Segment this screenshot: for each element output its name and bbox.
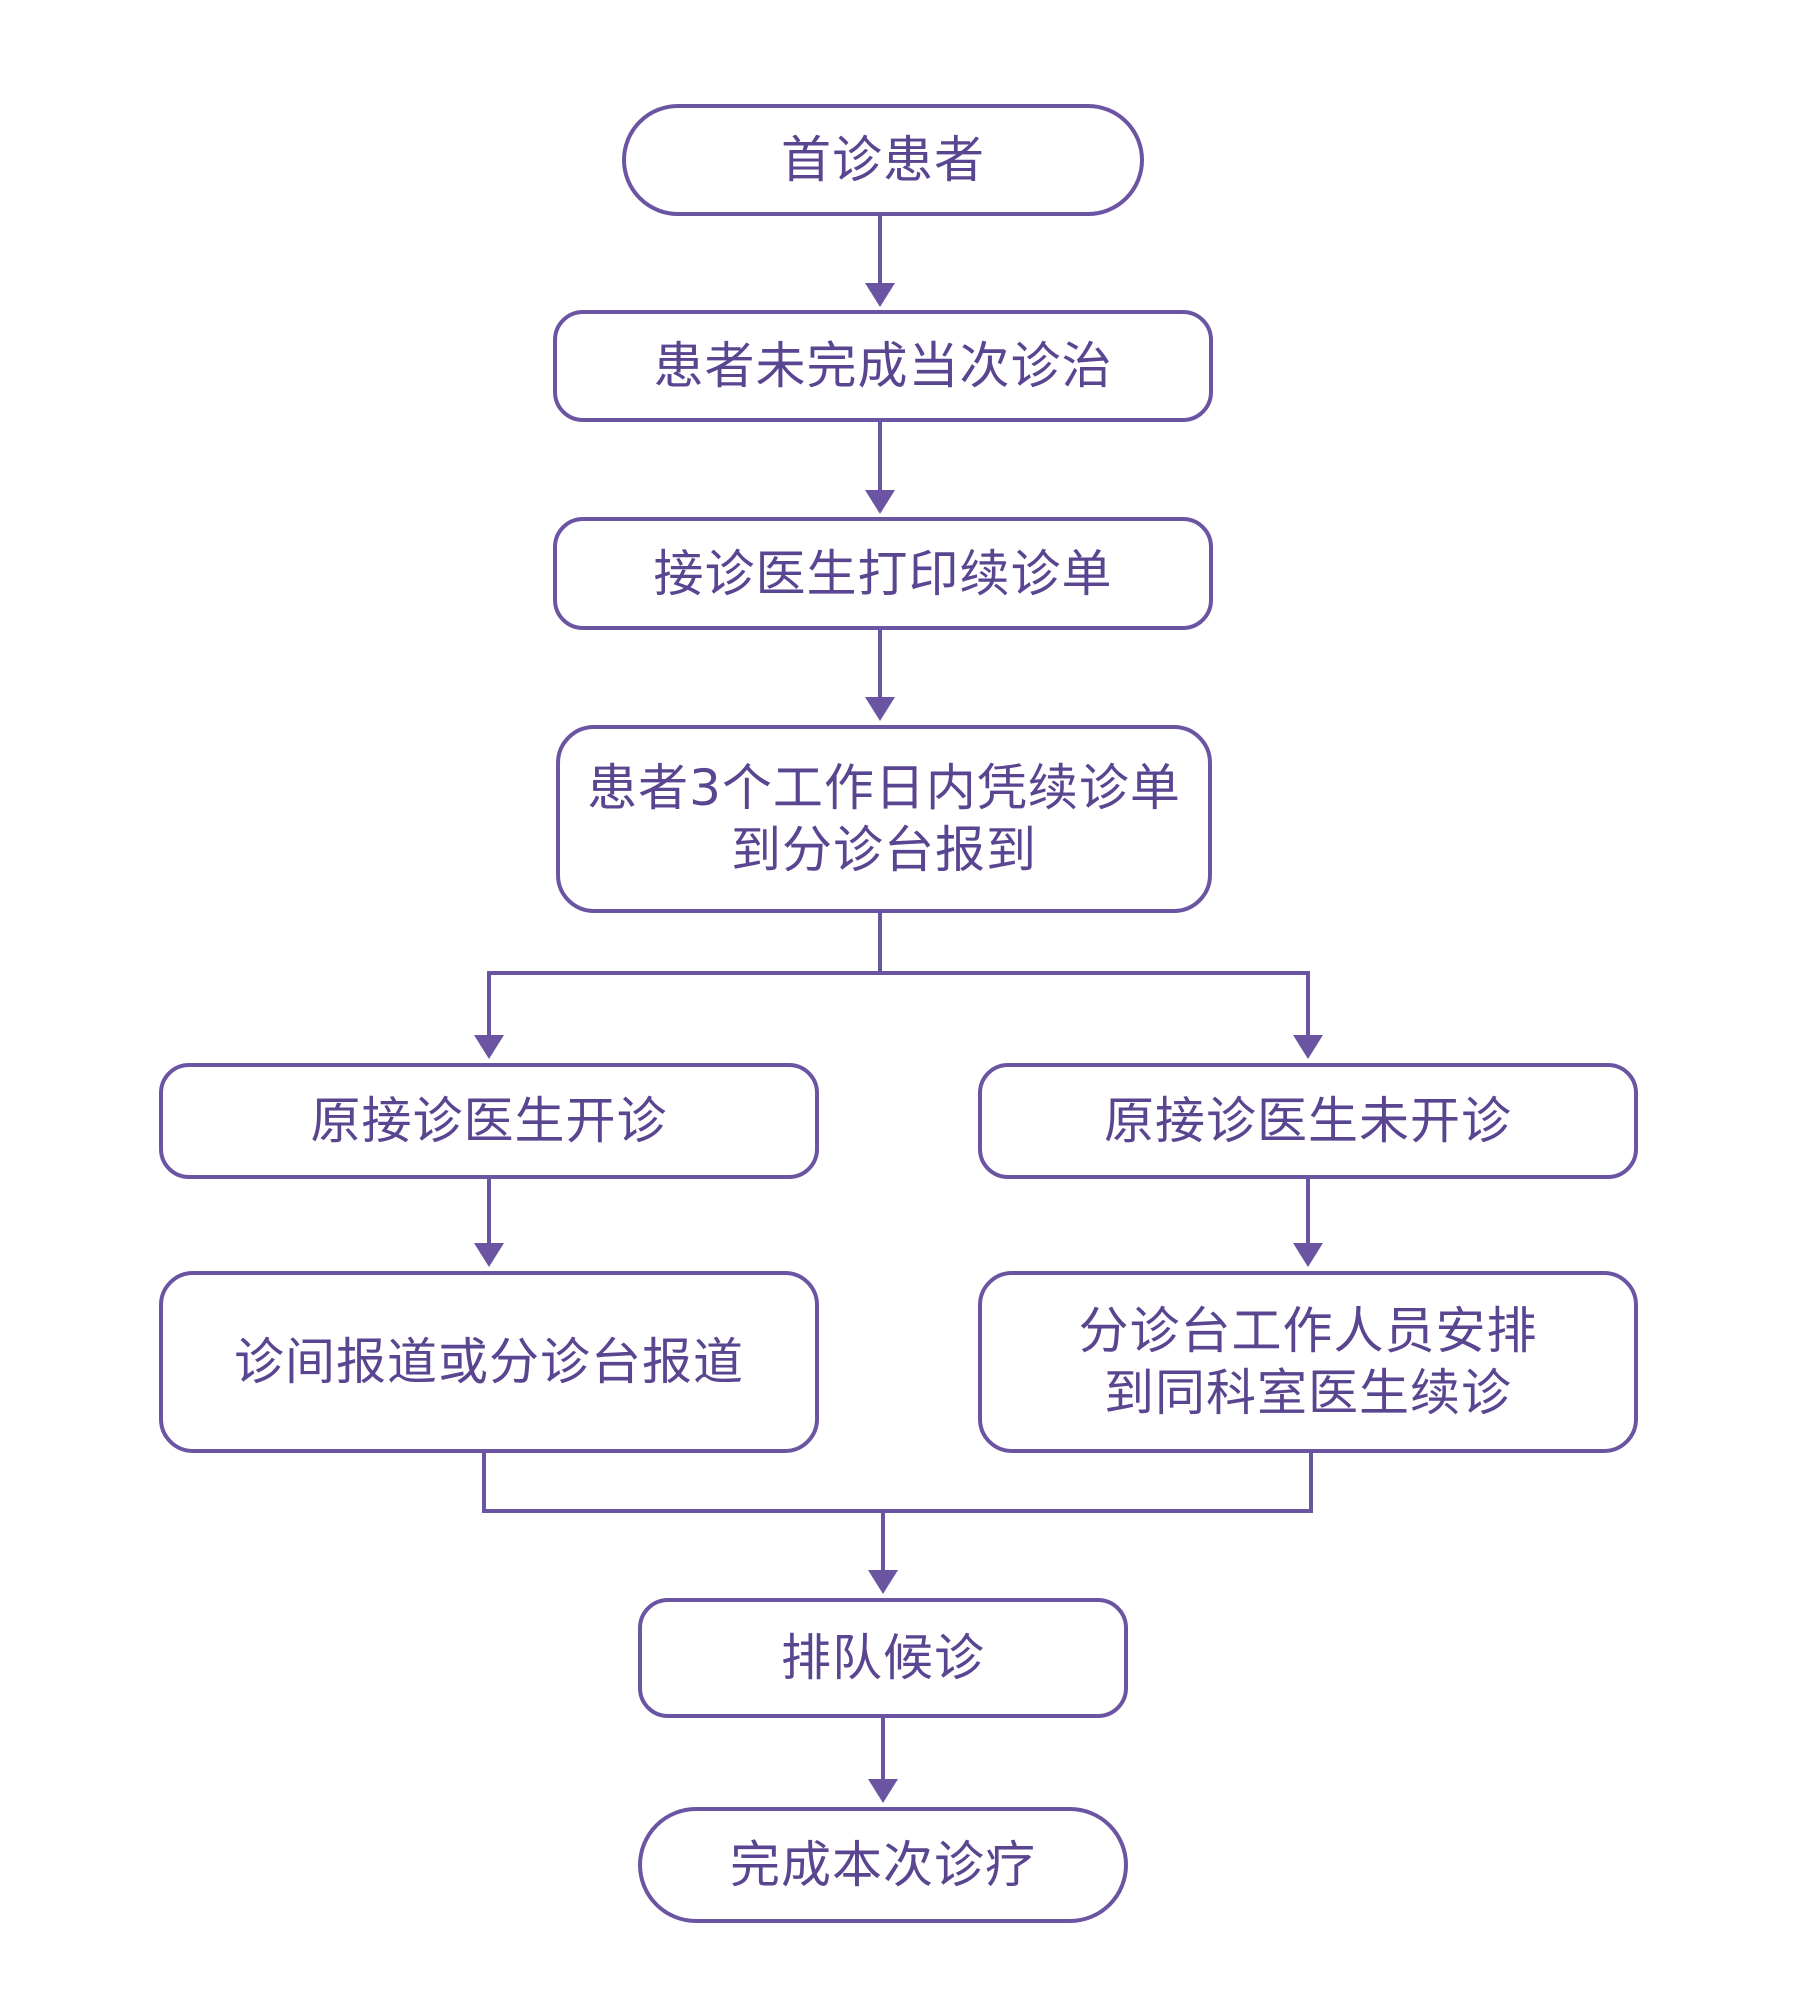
node-treatment-incomplete: 患者未完成当次诊治 bbox=[553, 310, 1213, 422]
node-doctor-on-duty: 原接诊医生开诊 bbox=[159, 1063, 819, 1179]
node-label: 分诊台工作人员安排 到同科室医生续诊 bbox=[1078, 1302, 1538, 1422]
node-report-to-triage: 患者3个工作日内凭续诊单 到分诊台报到 bbox=[556, 725, 1212, 913]
arrowhead-icon bbox=[865, 490, 895, 514]
connector-line bbox=[880, 971, 1310, 1035]
node-print-slip: 接诊医生打印续诊单 bbox=[553, 517, 1213, 630]
node-label: 排队候诊 bbox=[781, 1629, 985, 1687]
arrowhead-icon bbox=[865, 697, 895, 721]
node-label: 诊间报道或分诊台报道 bbox=[234, 1333, 744, 1391]
node-report-room-or-triage: 诊间报道或分诊台报道 bbox=[159, 1271, 819, 1453]
node-label: 原接诊医生未开诊 bbox=[1104, 1092, 1512, 1150]
arrowhead-icon bbox=[1293, 1035, 1323, 1059]
connector-line bbox=[482, 1453, 1313, 1513]
node-triage-arranges: 分诊台工作人员安排 到同科室医生续诊 bbox=[978, 1271, 1638, 1453]
node-first-visit: 首诊患者 bbox=[622, 104, 1144, 216]
node-complete-treatment: 完成本次诊疗 bbox=[638, 1807, 1128, 1923]
arrowhead-icon bbox=[868, 1570, 898, 1594]
arrowhead-icon bbox=[868, 1779, 898, 1803]
connector-line bbox=[487, 913, 882, 1035]
node-label: 患者未完成当次诊治 bbox=[653, 337, 1113, 395]
node-doctor-off-duty: 原接诊医生未开诊 bbox=[978, 1063, 1638, 1179]
node-label: 原接诊医生开诊 bbox=[310, 1092, 668, 1150]
node-label: 完成本次诊疗 bbox=[730, 1836, 1036, 1894]
node-label: 患者3个工作日内凭续诊单 到分诊台报到 bbox=[587, 759, 1181, 879]
arrowhead-icon bbox=[474, 1035, 504, 1059]
node-label: 接诊医生打印续诊单 bbox=[653, 544, 1113, 603]
arrowhead-icon bbox=[1293, 1243, 1323, 1267]
node-queue-wait: 排队候诊 bbox=[638, 1598, 1128, 1718]
arrowhead-icon bbox=[474, 1243, 504, 1267]
arrowhead-icon bbox=[865, 283, 895, 307]
node-label: 首诊患者 bbox=[781, 131, 985, 189]
